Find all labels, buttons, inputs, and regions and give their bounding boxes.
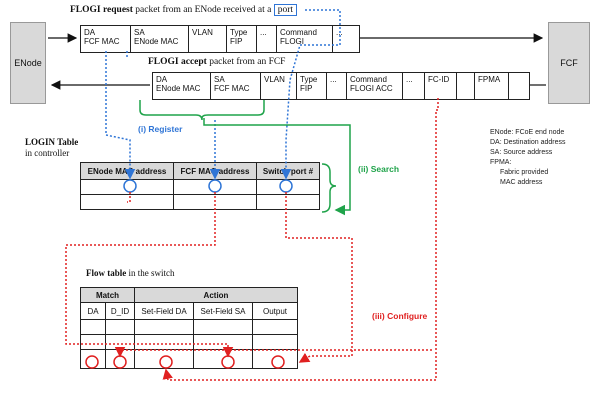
flow-circle-setfield-da <box>159 355 173 369</box>
flow-title-bold: Flow table <box>86 268 127 278</box>
login-title-sub: in controller <box>25 148 70 158</box>
request-caption: FLOGI request packet from an ENode recei… <box>70 4 298 16</box>
enode-label: ENode <box>14 58 42 68</box>
enode-box: ENode <box>10 22 46 104</box>
request-caption-rest: packet from an ENode received at a <box>132 5 274 15</box>
acc-field-vlan: VLAN <box>261 73 297 99</box>
configure-connectors <box>65 98 439 381</box>
legend-line-3: SA: Source address <box>490 149 553 156</box>
flow-circle-did <box>113 355 127 369</box>
legend-line-1: ENode: FCoE end node <box>490 129 565 136</box>
flow-row-1 <box>80 319 298 335</box>
flow-table: Match Action DA D_ID Set-Field DA Set-Fi… <box>80 287 298 369</box>
search-connectors <box>139 100 351 216</box>
fcf-box: FCF <box>548 22 590 104</box>
acc-field-dots2: ... <box>403 73 425 99</box>
accept-caption: FLOGI accept packet from an FCF <box>148 57 285 67</box>
acc-field-blank1 <box>457 73 475 99</box>
step-configure-label: (iii) Configure <box>372 311 428 321</box>
login-circle-enode-mac <box>123 179 137 193</box>
legend: ENode: FCoE end node DA: Destination add… <box>490 128 565 188</box>
acc-field-fpma: FPMA <box>475 73 509 99</box>
req-field-da: DA FCF MAC <box>81 26 131 52</box>
acc-field-sa: SA FCF MAC <box>211 73 261 99</box>
flogi-request-frame: DA FCF MAC SA ENode MAC VLAN Type FIP ..… <box>80 25 360 53</box>
step-search-label: (ii) Search <box>358 164 400 174</box>
legend-line-4: FPMA: <box>490 159 512 166</box>
accept-caption-rest: packet from an FCF <box>206 57 286 67</box>
accept-caption-bold: FLOGI accept <box>148 57 207 67</box>
flow-group-match: Match <box>80 287 135 303</box>
login-table-title: LOGIN Table in controller <box>25 137 78 159</box>
login-row-2 <box>80 194 320 210</box>
flogi-accept-frame: DA ENode MAC SA FCF MAC VLAN Type FIP ..… <box>152 72 530 100</box>
acc-field-fcid: FC-ID <box>425 73 457 99</box>
req-field-vlan: VLAN <box>189 26 227 52</box>
flow-table-title: Flow table in the switch <box>86 268 175 278</box>
req-field-sa: SA ENode MAC <box>131 26 189 52</box>
login-title-bold: LOGIN Table <box>25 137 79 147</box>
acc-field-da: DA ENode MAC <box>153 73 211 99</box>
request-caption-bold: FLOGI request <box>70 5 133 15</box>
flow-circle-setfield-sa <box>221 355 235 369</box>
flow-circle-output <box>271 355 285 369</box>
step-register-label: (i) Register <box>138 124 183 134</box>
port-label: port <box>273 4 298 16</box>
legend-line-5: Fabric provided <box>500 169 549 176</box>
req-field-command: Command FLOGI <box>277 26 333 52</box>
legend-line-2: DA: Destination address <box>490 139 566 146</box>
legend-line-6: MAC address <box>500 179 543 186</box>
acc-field-command: Command FLOGI ACC <box>347 73 403 99</box>
fcf-label: FCF <box>560 58 578 68</box>
flow-group-action: Action <box>134 287 298 303</box>
acc-field-type: Type FIP <box>297 73 327 99</box>
req-field-type: Type FIP <box>227 26 257 52</box>
acc-field-dots1: ... <box>327 73 347 99</box>
login-circle-switch-port <box>279 179 293 193</box>
flow-circle-da <box>85 355 99 369</box>
req-field-dots1: ... <box>257 26 277 52</box>
flow-title-rest: in the switch <box>126 268 175 278</box>
login-circle-fcf-mac <box>208 179 222 193</box>
register-connectors <box>105 9 341 180</box>
